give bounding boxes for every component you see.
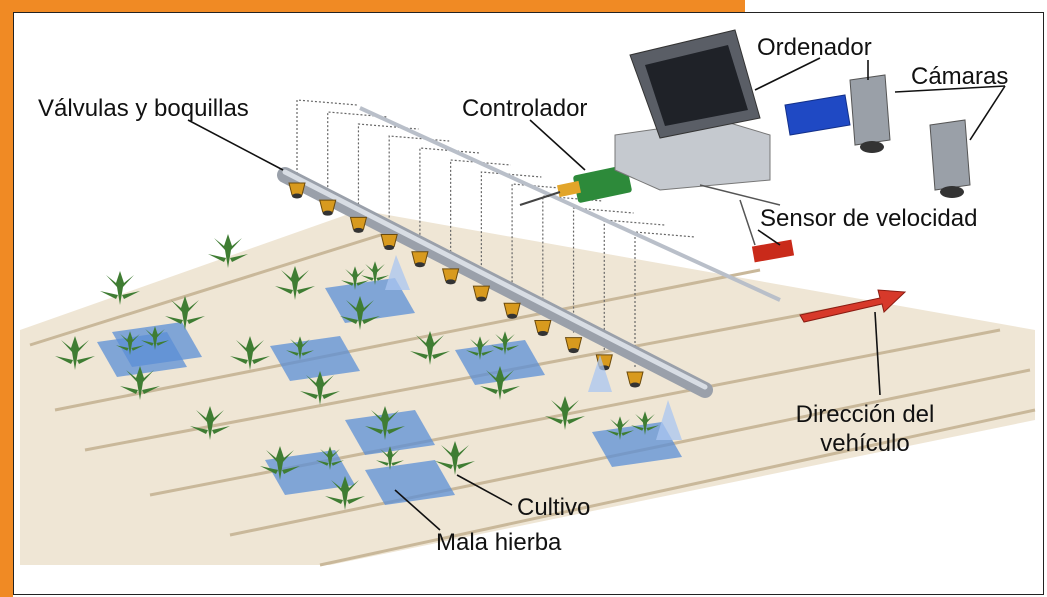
plant-icon xyxy=(316,446,344,470)
weed-spray-patch xyxy=(455,340,545,385)
plant-icon xyxy=(365,406,405,440)
plant-icon xyxy=(208,234,248,268)
weed-spray-patch xyxy=(265,450,355,495)
nozzle-valve xyxy=(380,234,398,248)
weed-spray-patch xyxy=(270,336,360,381)
valves-and-nozzles xyxy=(288,182,644,388)
plant-icon xyxy=(410,331,450,365)
label-direction: Dirección del vehículo xyxy=(770,400,960,459)
nozzle-tip xyxy=(384,245,395,251)
spray-boom xyxy=(277,167,713,398)
nozzle-tip xyxy=(414,262,425,268)
plant-icon xyxy=(435,441,475,475)
nozzle-valve xyxy=(472,285,491,299)
plant-icon xyxy=(300,371,340,405)
nozzle-tip xyxy=(445,279,456,285)
plant-icon xyxy=(120,366,160,400)
nozzle-valve xyxy=(319,199,337,213)
label-direction-line1: Dirección del xyxy=(795,401,935,428)
plant-icon xyxy=(376,446,404,470)
nozzle-tip xyxy=(322,210,333,216)
nozzle-valve xyxy=(564,337,583,351)
crop-plants xyxy=(55,234,659,510)
computer xyxy=(614,29,781,206)
nozzle-valve xyxy=(349,216,368,230)
nozzle-wire xyxy=(327,111,388,196)
nozzle-wire xyxy=(388,135,450,230)
nozzle-tip xyxy=(353,227,364,233)
plant-icon xyxy=(361,261,389,285)
nozzle-valve xyxy=(534,319,552,333)
plant-icon xyxy=(100,271,140,305)
label-computer: Ordenador xyxy=(757,34,872,61)
nozzle-valve xyxy=(288,182,306,196)
plant-icon xyxy=(141,326,169,350)
speed-sensor xyxy=(739,199,795,263)
weed-spray-patch xyxy=(365,460,455,505)
leader-lines xyxy=(187,57,1006,531)
direction-arrow xyxy=(799,289,907,323)
plant-icon xyxy=(466,336,494,360)
label-weed: Mala hierba xyxy=(436,529,562,556)
plant-icon xyxy=(340,296,380,330)
nozzle-wire xyxy=(296,99,358,178)
plant-icon xyxy=(480,366,520,400)
label-direction-line2: vehículo xyxy=(820,430,910,458)
orange-frame-left xyxy=(0,0,13,597)
plant-icon xyxy=(275,266,315,300)
field-soil xyxy=(20,210,1035,565)
nozzle-wire xyxy=(480,171,542,282)
nozzle-wire xyxy=(634,231,696,367)
label-crop: Cultivo xyxy=(517,494,591,521)
nozzle-wire xyxy=(572,207,634,333)
nozzle-valve xyxy=(411,251,429,265)
plant-icon xyxy=(165,296,205,330)
plant-icon xyxy=(230,336,270,370)
plant-icon xyxy=(55,336,95,370)
label-cameras: Cámaras xyxy=(911,63,1009,90)
nozzle-valve xyxy=(626,371,644,385)
feed-pipe xyxy=(359,106,781,302)
nozzle-tip xyxy=(507,313,518,319)
nozzle-valve xyxy=(503,302,521,316)
controller-device xyxy=(519,165,632,206)
plant-icon xyxy=(286,336,314,360)
plant-icon xyxy=(325,476,365,510)
nozzle-tip xyxy=(292,193,302,199)
orange-frame-top xyxy=(0,0,745,12)
nozzle-tip xyxy=(476,296,487,302)
label-controller: Controlador xyxy=(462,95,588,122)
nozzle-valve xyxy=(441,268,460,282)
label-speed-sensor: Sensor de velocidad xyxy=(760,205,978,232)
plant-icon xyxy=(260,446,300,480)
weed-spray-patch xyxy=(112,322,202,367)
nozzle-tip xyxy=(630,382,640,388)
plant-icon xyxy=(341,266,369,290)
plant-icon xyxy=(545,396,585,430)
spray-cones xyxy=(385,255,682,440)
nozzle-tip xyxy=(537,330,548,336)
plant-icon xyxy=(190,406,230,440)
nozzle-tip xyxy=(568,348,579,354)
camera-rig xyxy=(784,74,971,198)
nozzle-wire xyxy=(450,159,511,264)
nozzle-wire xyxy=(419,147,480,247)
label-valves-nozzles: Válvulas y boquillas xyxy=(38,95,249,122)
